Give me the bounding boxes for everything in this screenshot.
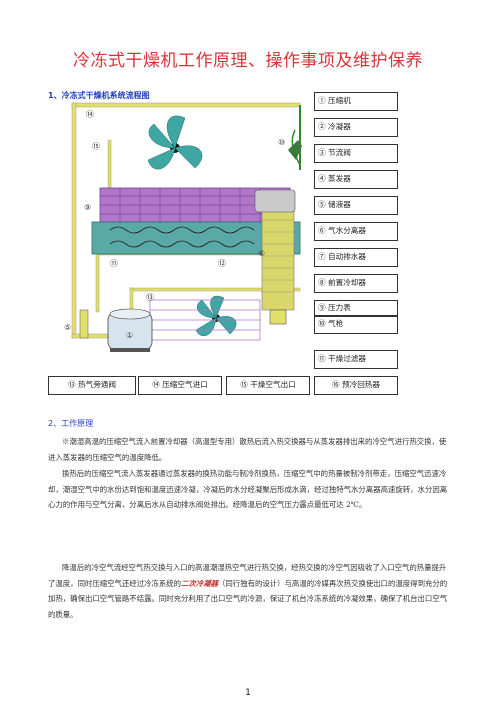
marker-5: ⑤ xyxy=(64,323,71,332)
marker-11: ⑪ xyxy=(110,259,118,268)
marker-10: ⑩ xyxy=(278,138,285,147)
marker-1: ① xyxy=(126,331,133,340)
legend-item-airgun: ⑩ 气枪 xyxy=(314,316,398,334)
paragraph-1: ※潮湿高温的压缩空气流入前置冷却器（高温型专用）散热后流入热交换器与从蒸发器排出… xyxy=(48,437,447,462)
system-flow-diagram: ⑭ ⑮ ⑩ ⑨ ⑪ ⑫ ⑬ ⑤ ① ⑥ xyxy=(64,102,302,352)
marker-13: ⑬ xyxy=(146,293,154,302)
marker-14: ⑭ xyxy=(86,110,94,119)
page-title: 冷冻式干燥机工作原理、操作事项及维护保养 xyxy=(73,51,423,71)
page-number: 1 xyxy=(245,688,251,698)
compressor-icon xyxy=(107,308,153,352)
paragraph-3: 降温后的冷空气流经空气热交换与入口的高温潮湿热空气进行热交换，经热交换的冷空气因… xyxy=(48,563,448,619)
bottom-legend-inlet: ⑭ 压缩空气进口 xyxy=(138,376,222,395)
air-gun-icon xyxy=(288,140,302,160)
marker-9: ⑨ xyxy=(84,203,91,212)
section-heading-flowchart: 1、冷冻式干燥机系统流程图 xyxy=(48,91,150,100)
legend-item-throttle: ③ 节流阀 xyxy=(314,144,398,163)
marker-6: ⑥ xyxy=(258,249,265,258)
marker-15: ⑮ xyxy=(92,142,100,151)
legend-item-separator: ⑥ 气水分离器 xyxy=(314,222,398,241)
bottom-legend-bypass: ⑬ 热气旁通阀 xyxy=(48,376,136,395)
receiver-tank xyxy=(79,309,89,339)
emphasis-secondary-condenser: 二次冷凝器 xyxy=(181,578,219,588)
paragraph-2: 换热后的压缩空气流入蒸发器通过蒸发器的换热功能与制冷剂换热，压缩空气中的热量被制… xyxy=(48,469,448,509)
legend-item-filter: ⑪ 干燥过滤器 xyxy=(314,350,398,369)
legend-item-precooler: ⑧ 前置冷却器 xyxy=(314,274,398,293)
legend-item-receiver: ⑤ 储液器 xyxy=(314,196,398,215)
legend-item-gauge: ⑨ 压力表 xyxy=(314,300,398,316)
legend-item-evaporator: ④ 蒸发器 xyxy=(314,170,398,189)
legend-item-compressor: ① 压缩机 xyxy=(314,92,398,111)
legend-item-drain: ⑦ 自动排水器 xyxy=(314,248,398,267)
legend-item-condenser: ② 冷凝器 xyxy=(314,118,398,137)
section-heading-principle: 2、工作原理 xyxy=(48,419,94,428)
condenser-fan-icon xyxy=(147,115,203,170)
bottom-legend-outlet: ⑮ 干燥空气出口 xyxy=(226,376,310,395)
bottom-legend-regenerator: ⑯ 预冷回热器 xyxy=(314,376,398,395)
marker-12: ⑫ xyxy=(218,259,226,268)
